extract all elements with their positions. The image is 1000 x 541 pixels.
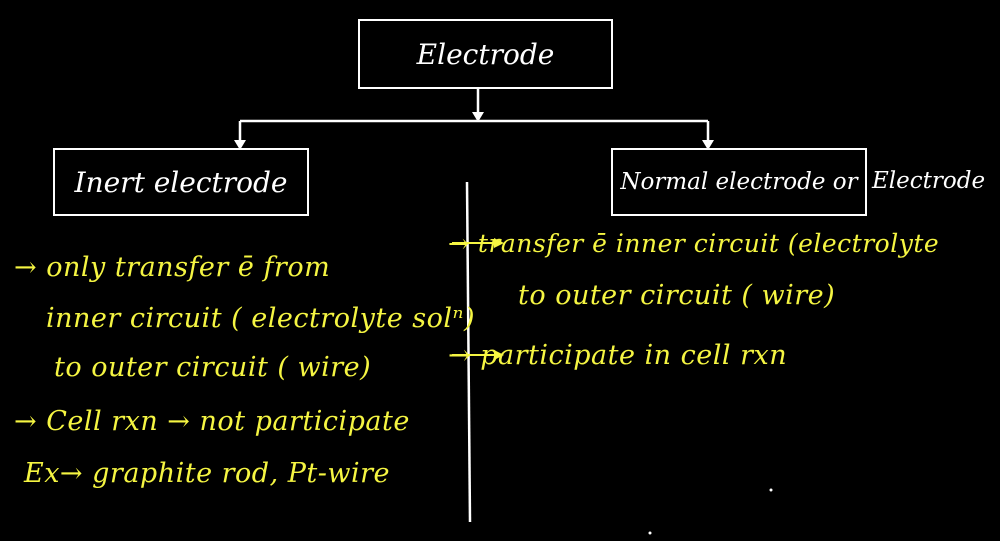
node-inert-electrode-label: Inert electrode	[74, 165, 288, 199]
right-note-line-3: → participate in cell rxn	[448, 340, 788, 371]
left-note-line-3: to outer circuit ( wire)	[54, 352, 372, 383]
node-normal-electrode-label: Normal electrode or	[620, 169, 858, 195]
right-note-line-2: to outer circuit ( wire)	[518, 280, 836, 311]
left-note-line-4: → Cell rxn → not participate	[14, 406, 410, 437]
left-note-line-5: Ex→ graphite rod, Pt-wire	[24, 458, 391, 489]
node-normal-electrode-extra-label: Electrode	[872, 168, 986, 194]
node-inert-electrode: Inert electrode	[53, 148, 309, 216]
right-note-line-1: → transfer ē inner circuit (electrolyte	[448, 229, 940, 258]
left-note-line-1: → only transfer ē from	[14, 252, 331, 283]
root-node-electrode: Electrode	[358, 19, 613, 89]
left-note-line-2: inner circuit ( electrolyte solⁿ)	[46, 303, 475, 334]
divider-line	[465, 181, 472, 523]
node-normal-electrode: Normal electrode or	[611, 148, 867, 216]
root-node-label: Electrode	[416, 37, 555, 71]
